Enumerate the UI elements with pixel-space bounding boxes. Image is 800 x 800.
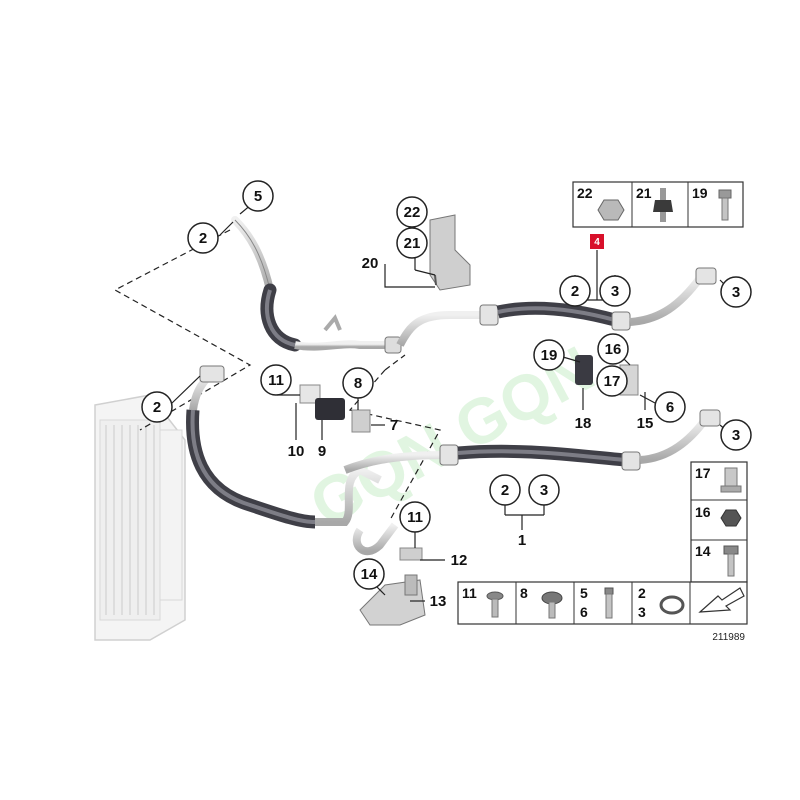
callout-11-low-label: 11 (407, 509, 423, 526)
legend-top-22: 22 (577, 185, 593, 201)
callout-8[interactable]: 8 (342, 367, 374, 399)
dashed-leaders (113, 229, 441, 521)
callout-9-label[interactable]: 9 (318, 443, 326, 460)
legend-side-17: 17 (695, 465, 711, 481)
callout-10-label[interactable]: 10 (288, 443, 305, 460)
callout-3-right-top-label: 3 (611, 283, 619, 300)
bolt-icon-14 (723, 545, 739, 577)
callout-3-bottom[interactable]: 3 (528, 474, 560, 506)
callout-2-bottom[interactable]: 2 (489, 474, 521, 506)
callout-5[interactable]: 5 (242, 180, 274, 212)
callout-11-mid[interactable]: 11 (260, 364, 292, 396)
callout-4-label: 4 (594, 237, 600, 248)
callout-17[interactable]: 17 (596, 365, 628, 397)
o-ring-icon (659, 595, 685, 615)
screw-icon-11 (486, 591, 504, 618)
legend-bottom-6: 6 (580, 604, 588, 620)
callout-4-highlight (590, 234, 604, 249)
callout-4-badge[interactable]: 4 (590, 234, 604, 249)
upper-pipe-assembly (231, 216, 717, 354)
callout-3-far-top[interactable]: 3 (720, 276, 752, 308)
legend-bottom: 11 8 5 6 2 3 (457, 581, 748, 625)
callout-3-far-top-label: 3 (732, 284, 740, 301)
bolt-icon-5-6 (604, 587, 614, 619)
hex-nut-flange-icon (720, 509, 742, 527)
callout-16[interactable]: 16 (597, 333, 629, 365)
arrow-icon (698, 587, 745, 613)
callout-11-low[interactable]: 11 (399, 501, 431, 533)
callout-1-label[interactable]: 1 (518, 532, 526, 549)
callout-19-label: 19 (541, 347, 558, 364)
callout-12-label[interactable]: 12 (451, 552, 468, 569)
callout-3-far-mid[interactable]: 3 (720, 419, 752, 451)
condenser-radiator (94, 394, 186, 641)
callout-16-label: 16 (605, 341, 622, 358)
callout-14-low[interactable]: 14 (353, 558, 385, 590)
bolt-icon-19 (718, 189, 732, 221)
diagram-id: 211989 (712, 632, 745, 643)
callout-2-left-label: 2 (153, 399, 161, 416)
legend-bottom-8: 8 (520, 585, 528, 601)
hose-clips (299, 355, 639, 626)
callout-6-label: 6 (666, 399, 674, 416)
callout-13-label[interactable]: 13 (430, 593, 447, 610)
callout-6[interactable]: 6 (654, 391, 686, 423)
callout-22-label: 22 (404, 204, 421, 221)
mounting-bracket (429, 214, 471, 291)
rubber-mount-icon (653, 188, 673, 222)
callout-14-low-label: 14 (361, 566, 378, 583)
callout-2-right-top[interactable]: 2 (559, 275, 591, 307)
callout-11-mid-label: 11 (268, 372, 284, 389)
callout-19[interactable]: 19 (533, 339, 565, 371)
legend-side: 17 16 14 (690, 461, 748, 583)
callout-20-label[interactable]: 20 (362, 255, 379, 272)
legend-bottom-5: 5 (580, 585, 588, 601)
legend-bottom-2: 2 (638, 585, 646, 601)
callout-3-right-top[interactable]: 3 (599, 275, 631, 307)
callout-3-far-mid-label: 3 (732, 427, 740, 444)
legend-top-21: 21 (636, 185, 652, 201)
callout-2-right-top-label: 2 (571, 283, 579, 300)
callout-21[interactable]: 21 (396, 227, 428, 259)
callout-2-top-label: 2 (199, 230, 207, 247)
callout-22[interactable]: 22 (396, 196, 428, 228)
nut-icon (597, 199, 625, 221)
callout-3-bottom-label: 3 (540, 482, 548, 499)
callout-7-label[interactable]: 7 (390, 417, 398, 434)
callout-21-label: 21 (404, 235, 421, 252)
spacer-sleeve-icon (720, 467, 742, 493)
legend-top-19: 19 (692, 185, 708, 201)
callout-18-label[interactable]: 18 (575, 415, 592, 432)
lower-pipe-assembly (186, 365, 721, 556)
legend-top: 22 21 19 (572, 181, 744, 228)
legend-bottom-3: 3 (638, 604, 646, 620)
legend-side-14: 14 (695, 543, 711, 559)
screw-icon-8 (541, 591, 563, 619)
callout-5-label: 5 (254, 188, 262, 205)
callout-2-top[interactable]: 2 (187, 222, 219, 254)
callout-2-bottom-label: 2 (501, 482, 509, 499)
legend-bottom-11: 11 (462, 585, 477, 601)
legend-side-16: 16 (695, 504, 711, 520)
callout-15-label[interactable]: 15 (637, 415, 654, 432)
callout-2-left[interactable]: 2 (141, 391, 173, 423)
callout-8-label: 8 (354, 375, 362, 392)
callout-17-label: 17 (604, 373, 621, 390)
